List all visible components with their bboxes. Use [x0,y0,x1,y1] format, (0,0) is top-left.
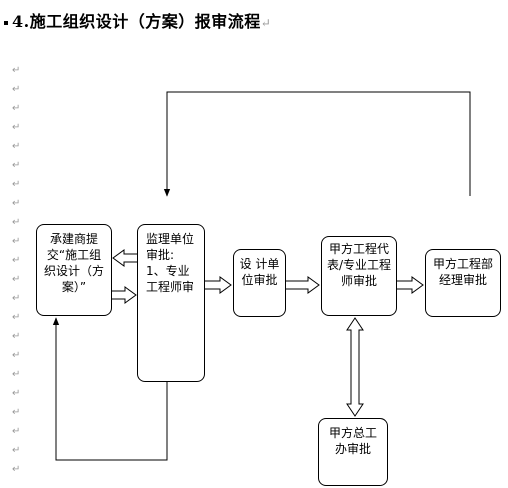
box-design-unit-approval: 设 计单 位审批 [233,249,286,317]
box-label: 甲方工程代表/专业工程师审批 [326,242,392,288]
paragraph-mark-icon: ↵ [12,65,21,76]
paragraph-mark-icon: ↵ [12,103,21,114]
top-loop-line [163,91,471,197]
paragraph-mark-icon: ↵ [12,464,21,475]
paragraph-mark-icon: ↵ [12,122,21,133]
submit-arrow-right [112,286,137,304]
box-owner-rep-approval: 甲方工程代表/专业工程师审批 [321,236,397,316]
paragraph-mark-icon: ↵ [12,160,21,171]
box-owner-general-office: 甲方总工办审批 [318,418,388,486]
box-label: 监理单位审批: 1、专业工程师审 [146,232,195,294]
arrow-to-dept-manager [397,276,424,294]
box-label: 甲方总工办审批 [328,426,377,456]
paragraph-mark-icon: ↵ [12,274,21,285]
paragraph-mark-icon: ↵ [12,350,21,361]
paragraph-mark-icon: ↵ [12,236,21,247]
paragraph-mark-icon: ↵ [12,445,21,456]
paragraph-mark-icon: ↵ [12,255,21,266]
paragraph-mark-icon: ↵ [260,16,272,30]
return-arrow-left [112,249,137,267]
paragraph-mark-icon: ↵ [12,198,21,209]
box-contractor-submit: 承建商提交“施工组织设计（方案）” [36,224,112,316]
page-title: 4.施工组织设计（方案）报审流程↵ [4,8,271,32]
arrow-to-design [205,276,232,294]
box-owner-dept-manager: 甲方工程部经理审批 [425,249,501,317]
box-label: 设 计单 位审批 [239,257,284,287]
paragraph-mark-icon: ↵ [12,407,21,418]
paragraph-mark-icon: ↵ [12,293,21,304]
box-label: 承建商提交“施工组织设计（方案）” [43,232,104,294]
paragraph-mark-icon: ↵ [12,369,21,380]
box-supervisor-review: 监理单位审批: 1、专业工程师审 [137,224,205,382]
bullet-icon [4,20,8,25]
paragraph-mark-icon: ↵ [12,388,21,399]
paragraph-mark-icon: ↵ [12,179,21,190]
paragraph-mark-icon: ↵ [12,84,21,95]
title-text: 4.施工组织设计（方案）报审流程 [12,12,261,31]
arrow-rep-general-office [346,317,364,417]
paragraph-mark-icon: ↵ [12,141,21,152]
paragraph-mark-icon: ↵ [12,426,21,437]
paragraph-mark-icon: ↵ [12,217,21,228]
paragraph-mark-icon: ↵ [12,312,21,323]
bottom-loop-line [52,317,168,461]
arrow-to-owner-rep [286,276,320,294]
paragraph-mark-icon: ↵ [12,331,21,342]
box-label: 甲方工程部经理审批 [432,257,493,287]
